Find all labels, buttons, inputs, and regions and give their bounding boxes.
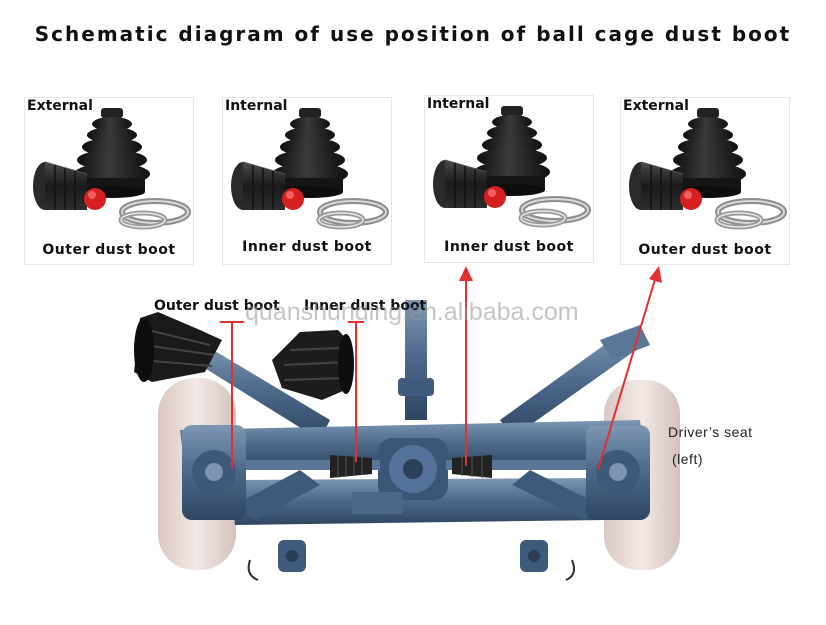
driver-seat-label: Driver’s seat [668, 424, 753, 440]
left-hub [182, 425, 246, 520]
arrowheads [459, 266, 662, 283]
driver-seat-side: (left) [672, 451, 703, 467]
right-hub [586, 425, 650, 520]
inner-boot-model [272, 330, 354, 400]
outer-boot-model [134, 312, 222, 382]
watermark: quanshunding.en.alibaba.com [245, 298, 579, 327]
